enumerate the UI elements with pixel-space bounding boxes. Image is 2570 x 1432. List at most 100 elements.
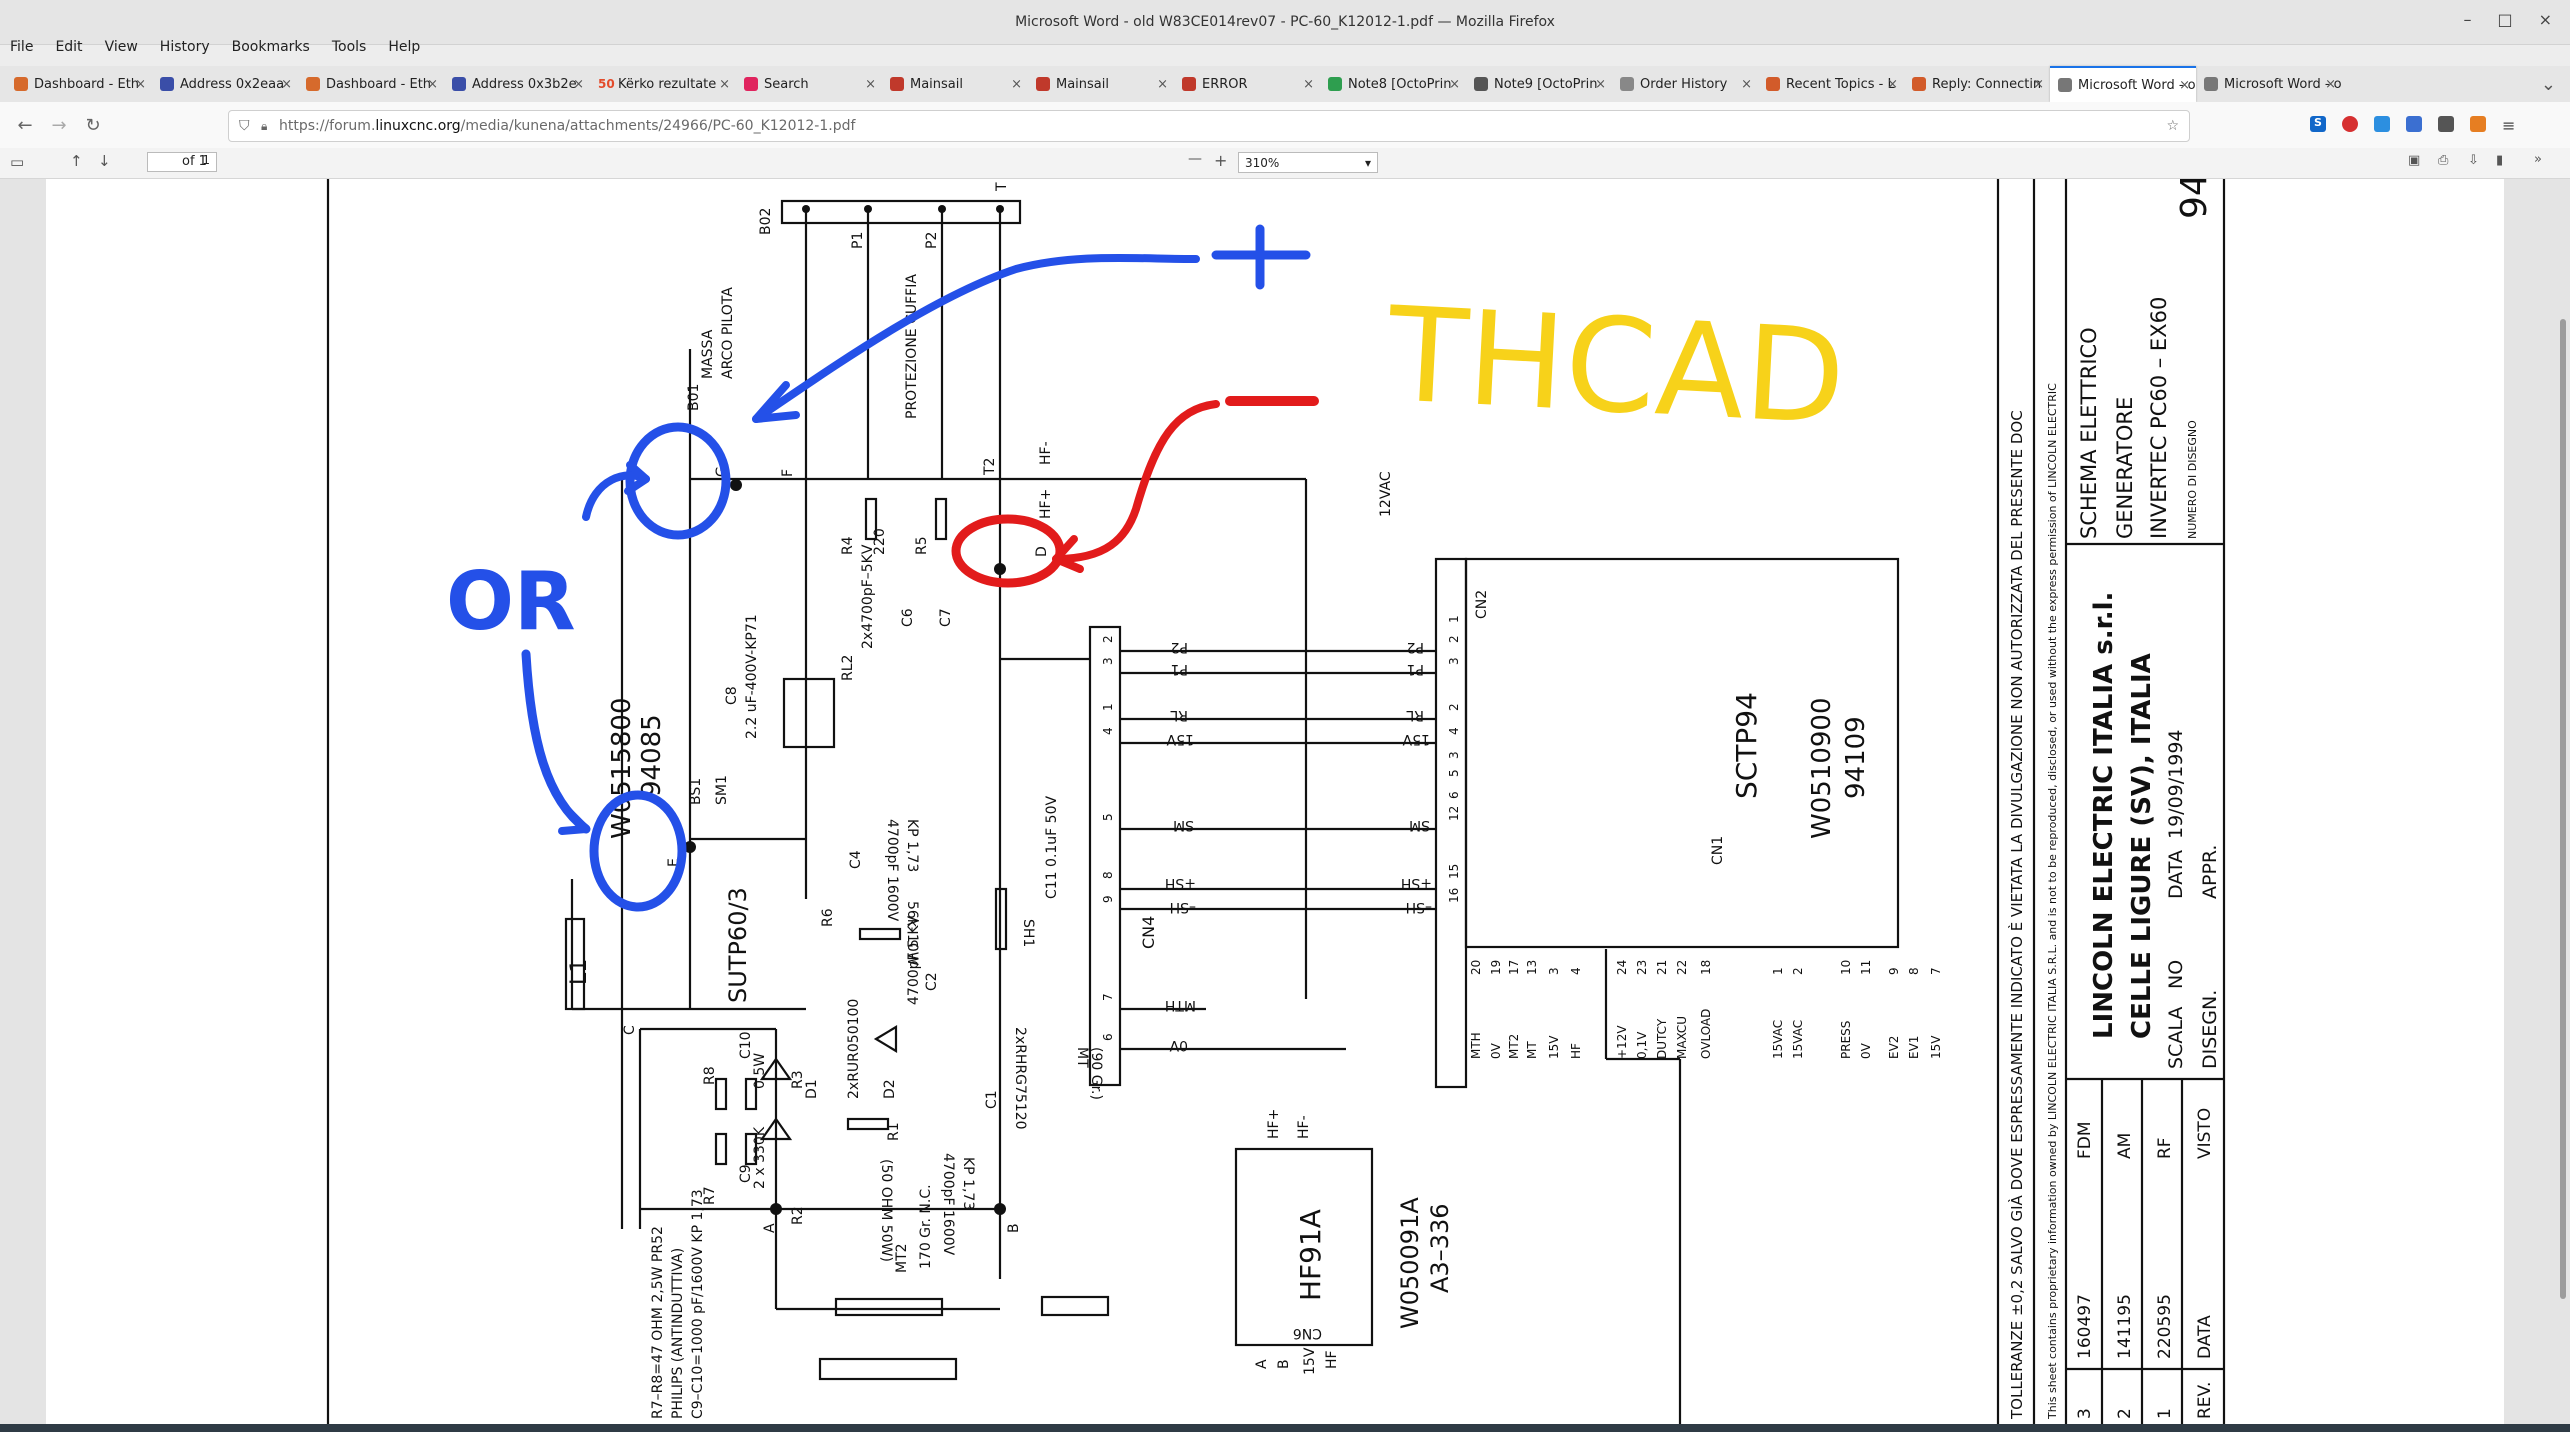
url-bar[interactable]: ⛉ 🔒︎ https://forum. linuxcnc.org /media/… xyxy=(228,110,2190,142)
cn4-pin-number: 5 xyxy=(1101,813,1115,821)
tab-2[interactable]: Dashboard - Eth× xyxy=(298,66,444,102)
page-number-input[interactable]: 1 xyxy=(147,152,217,172)
tab-8[interactable]: ERROR × xyxy=(1174,66,1320,102)
tab-0[interactable]: Dashboard - Eth× xyxy=(6,66,152,102)
tab-close-icon[interactable]: × xyxy=(1595,76,1606,92)
menu-help[interactable]: Help xyxy=(388,39,421,55)
close-button[interactable]: × xyxy=(2538,10,2552,29)
tab-5[interactable]: Search× xyxy=(736,66,882,102)
reload-icon[interactable]: ↻ xyxy=(85,114,101,136)
tab-close-icon[interactable]: × xyxy=(1157,76,1168,92)
tab-9[interactable]: Note8 [OctoPrin× xyxy=(1320,66,1466,102)
label-cn4-0v: 0V xyxy=(1169,1037,1188,1053)
extension-video-icon[interactable] xyxy=(2438,116,2454,132)
next-page-icon[interactable]: ↓ xyxy=(98,152,111,170)
maximize-button[interactable]: □ xyxy=(2497,10,2513,29)
label-cn2-rl: RL xyxy=(1406,707,1424,723)
extension-bars-icon[interactable] xyxy=(2374,116,2390,132)
previous-page-icon[interactable]: ↑ xyxy=(70,152,83,170)
tab-13[interactable]: Reply: Connectin× xyxy=(1904,66,2050,102)
tab-close-icon[interactable]: × xyxy=(427,76,438,92)
cn2-pin-number: 2 xyxy=(1447,635,1461,643)
tab-close-icon[interactable]: × xyxy=(865,76,876,92)
extension-fox-icon[interactable] xyxy=(2470,116,2486,132)
tab-close-icon[interactable]: × xyxy=(2033,76,2044,92)
zoom-value: 310% xyxy=(1245,155,1280,170)
shield-icon[interactable]: ⛉ xyxy=(239,118,250,134)
extension-shield-icon[interactable] xyxy=(2342,116,2358,132)
print-icon[interactable]: ⎙ xyxy=(2438,153,2449,168)
menu-bookmarks[interactable]: Bookmarks xyxy=(231,39,310,55)
tab-7[interactable]: Mainsail× xyxy=(1028,66,1174,102)
tab-close-icon[interactable]: × xyxy=(1303,76,1314,92)
label-c11: C11 0.1uF 50V xyxy=(1044,796,1060,899)
tab-15[interactable]: Microsoft Word - ol× xyxy=(2196,66,2342,102)
new-tab-button[interactable]: ⌄ xyxy=(2540,74,2556,95)
bookmark-star-icon[interactable]: ☆ xyxy=(2166,118,2179,134)
menu-tools[interactable]: Tools xyxy=(331,39,367,55)
cn1-pin-number: 3 xyxy=(1547,967,1561,975)
tab-close-icon[interactable]: × xyxy=(719,76,730,92)
pdf-viewer[interactable]: B02 P1 P2 T PROTEZIONE CUFFIA MASSA ARCO… xyxy=(0,179,2570,1424)
tab-3[interactable]: Address 0x3b2e× xyxy=(444,66,590,102)
cn4-pin-number: 2 xyxy=(1101,635,1115,643)
menu-overflow-icon[interactable]: ≡ xyxy=(2502,116,2516,135)
tab-close-icon[interactable]: × xyxy=(573,76,584,92)
label-t2: T2 xyxy=(982,458,998,476)
extension-blue-icon[interactable] xyxy=(2406,116,2422,132)
tab-close-icon[interactable]: × xyxy=(2179,77,2190,93)
tab-close-icon[interactable]: × xyxy=(2325,76,2336,92)
tb-scala-value: NO xyxy=(2165,960,2187,989)
tab-close-icon[interactable]: × xyxy=(1011,76,1022,92)
tb-sheet: 94 xyxy=(2174,179,2215,219)
presentation-icon[interactable]: ▣ xyxy=(2408,153,2421,168)
tab-11[interactable]: Order History× xyxy=(1612,66,1758,102)
save-icon[interactable]: ⇩ xyxy=(2468,153,2479,168)
tab-6[interactable]: Mainsail× xyxy=(882,66,1028,102)
zoom-in-button[interactable]: + xyxy=(1214,151,1228,170)
lock-icon[interactable]: 🔒︎ xyxy=(261,118,268,133)
forward-icon[interactable]: → xyxy=(51,114,67,136)
note-2: PHILIPS (ANTINDUTTIVA) xyxy=(670,1248,686,1419)
menu-edit[interactable]: Edit xyxy=(55,39,83,55)
tab-close-icon[interactable]: × xyxy=(135,76,146,92)
cn1-pin-number: 18 xyxy=(1699,960,1713,975)
tab-label: Microsoft Word - ol xyxy=(2078,77,2196,93)
tab-close-icon[interactable]: × xyxy=(1449,76,1460,92)
extension-s-icon[interactable]: S xyxy=(2310,116,2326,132)
cn1-signal-label: EV2 xyxy=(1887,1036,1901,1059)
tab-close-icon[interactable]: × xyxy=(1887,76,1898,92)
tools-menu-icon[interactable]: » xyxy=(2534,152,2542,167)
tab-14[interactable]: Microsoft Word - ol× xyxy=(2050,66,2196,102)
tab-12[interactable]: Recent Topics - L× xyxy=(1758,66,1904,102)
label-cn2-15v: 15V xyxy=(1402,731,1430,747)
label-cn2: CN2 xyxy=(1474,590,1490,619)
cn4-pin-number: 4 xyxy=(1101,727,1115,735)
label-cn4-15v: 15V xyxy=(1166,731,1194,747)
menu-view[interactable]: View xyxy=(104,39,138,55)
bookmark-icon[interactable]: ▮ xyxy=(2496,153,2504,168)
vertical-scrollbar[interactable] xyxy=(2560,319,2566,1299)
label-cap2x: 2x4700pF–5KV xyxy=(860,544,876,649)
menu-history[interactable]: History xyxy=(159,39,210,55)
menu-file[interactable]: File xyxy=(10,39,34,55)
back-icon[interactable]: ← xyxy=(17,114,33,136)
tb-company1: LINCOLN ELECTRIC ITALIA s.r.l. xyxy=(2089,592,2119,1039)
tab-1[interactable]: Address 0x2eaa× xyxy=(152,66,298,102)
cn4-pin-number: 8 xyxy=(1101,871,1115,879)
zoom-select[interactable]: 310% ▾ xyxy=(1238,152,1378,173)
tab-10[interactable]: Note9 [OctoPrin× xyxy=(1466,66,1612,102)
cn1-signal-label: 0V xyxy=(1489,1042,1503,1059)
label-c4: C4 xyxy=(848,850,864,869)
tab-favicon-icon xyxy=(2204,77,2218,91)
label-pt-f: F xyxy=(780,469,796,477)
tb-company2: CELLE LIGURE (SV), ITALIA xyxy=(2127,653,2157,1039)
label-cn2-shp: +SH xyxy=(1401,875,1432,891)
zoom-out-button[interactable]: — xyxy=(1188,151,1202,167)
tab-close-icon[interactable]: × xyxy=(281,76,292,92)
minimize-button[interactable]: – xyxy=(2463,10,2472,29)
sidebar-toggle-icon[interactable]: ▭ xyxy=(10,153,25,171)
tab-label: ERROR xyxy=(1202,76,1248,92)
tab-close-icon[interactable]: × xyxy=(1741,76,1752,92)
